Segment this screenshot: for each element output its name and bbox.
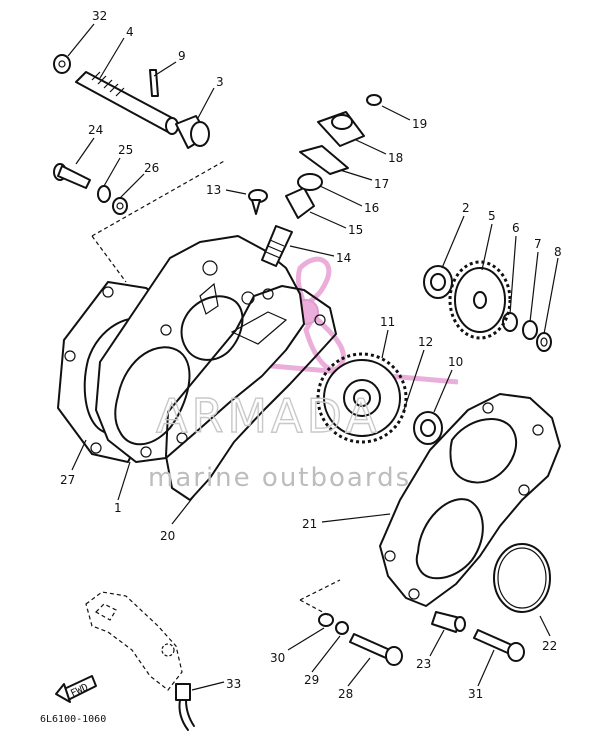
callout-4: 4 (126, 25, 134, 39)
spring-14 (261, 225, 293, 267)
callout-18: 18 (388, 151, 403, 165)
callout-26: 26 (144, 161, 159, 175)
callout-16: 16 (364, 201, 379, 215)
part-code: 6L6100-1060 (40, 714, 106, 725)
screw-13 (248, 189, 268, 215)
callout-13: 13 (206, 183, 221, 197)
callout-22: 22 (542, 639, 557, 653)
bearing-2 (423, 265, 453, 299)
callout-7: 7 (534, 237, 542, 251)
callout-25: 25 (118, 143, 133, 157)
callout-14: 14 (336, 251, 351, 265)
callout-30: 30 (270, 651, 285, 665)
callout-6: 6 (512, 221, 520, 235)
seal-16 (297, 173, 323, 191)
bush-15 (285, 187, 315, 219)
callout-10: 10 (448, 355, 463, 369)
callout-labels: 32 4 9 3 24 25 26 13 19 18 17 16 15 14 2… (60, 9, 562, 701)
callout-9: 9 (178, 49, 186, 63)
callout-27: 27 (60, 473, 75, 487)
watermark-tagline: marine outboards (148, 463, 411, 493)
callout-23: 23 (416, 657, 431, 671)
gear-5 (448, 260, 512, 340)
washer-8 (536, 332, 552, 352)
o-ring-22 (493, 543, 551, 613)
bush-3 (175, 115, 210, 149)
callout-12: 12 (418, 335, 433, 349)
callout-31: 31 (468, 687, 483, 701)
bolt-28 (349, 633, 403, 666)
leader-lines (67, 23, 559, 691)
watermark-brand: ARMADA (156, 389, 381, 443)
cover-21 (379, 393, 561, 607)
callout-21: 21 (302, 517, 317, 531)
plate-17 (299, 145, 349, 175)
callout-15: 15 (348, 223, 363, 237)
callout-8: 8 (554, 245, 562, 259)
fwd-arrow-icon: FWD (55, 675, 97, 703)
callout-24: 24 (88, 123, 103, 137)
washer-25 (97, 185, 111, 203)
watermark-text: ARMADA marine outboards (148, 388, 411, 493)
callout-1: 1 (114, 501, 122, 515)
callout-11: 11 (380, 315, 395, 329)
callout-20: 20 (160, 529, 175, 543)
screw-19 (366, 94, 382, 106)
shaft-4 (75, 71, 179, 135)
callout-2: 2 (462, 201, 470, 215)
callout-32: 32 (92, 9, 107, 23)
callout-28: 28 (338, 687, 353, 701)
callout-29: 29 (304, 673, 319, 687)
washer-30 (318, 613, 334, 627)
callout-33: 33 (226, 677, 241, 691)
inset-hose-diagram (85, 591, 195, 731)
pin-9 (149, 69, 159, 97)
washer-6 (502, 312, 518, 332)
washer-29 (335, 621, 349, 635)
bolt-31 (473, 629, 525, 662)
bearing-10 (413, 411, 443, 445)
washer-7 (522, 320, 538, 340)
washer-32 (53, 54, 71, 74)
gasket-20 (165, 285, 337, 501)
callout-5: 5 (488, 209, 496, 223)
gear-11 (316, 352, 408, 444)
callout-17: 17 (374, 177, 389, 191)
cover-18 (317, 111, 365, 147)
housing-1 (95, 235, 305, 463)
washer-26 (112, 197, 128, 215)
bolt-24 (53, 163, 91, 189)
callout-3: 3 (216, 75, 224, 89)
callout-19: 19 (412, 117, 427, 131)
collar-23 (431, 611, 466, 633)
